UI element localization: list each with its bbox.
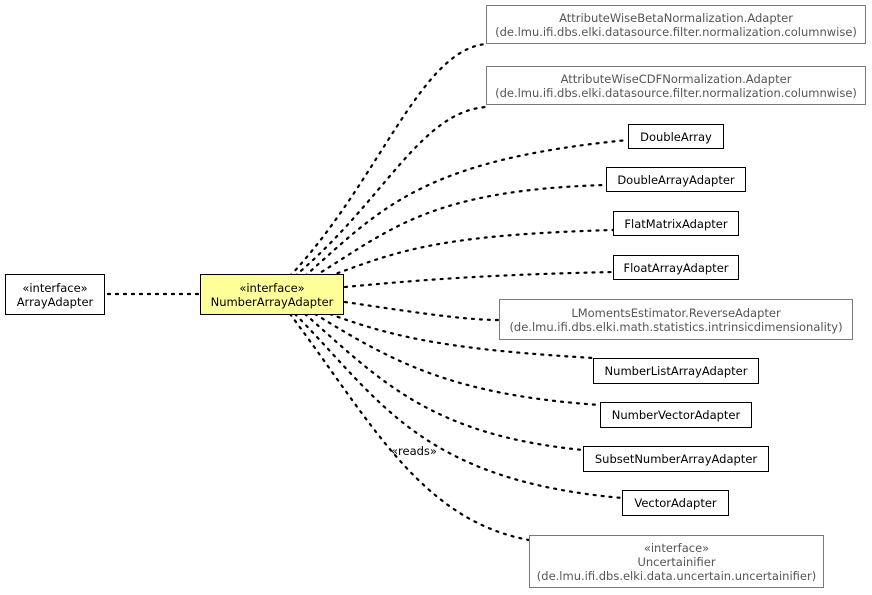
array-adapter-name: ArrayAdapter: [16, 294, 94, 309]
edge-to-attr-beta: [288, 42, 488, 278]
node-uncertainifier[interactable]: «interface» Uncertainifier (de.lmu.ifi.d…: [529, 535, 824, 588]
edge-to-vector-adapter: [293, 312, 624, 500]
node-lmoments[interactable]: LMomentsEstimator.ReverseAdapter (de.lmu…: [499, 299, 853, 340]
node-flat-matrix-adapter[interactable]: FlatMatrixAdapter: [613, 211, 739, 236]
attr-beta-name: AttributeWiseBetaNormalization.Adapter: [559, 10, 793, 25]
uncertainifier-name: Uncertainifier: [637, 554, 716, 569]
edge-to-lmoments: [343, 300, 501, 322]
attr-beta-package: (de.lmu.ifi.dbs.elki.datasource.filter.n…: [495, 24, 857, 39]
uncertainifier-stereotype: «interface»: [643, 540, 710, 555]
number-list-array-adapter-name: NumberListArrayAdapter: [604, 364, 748, 378]
node-attr-beta[interactable]: AttributeWiseBetaNormalization.Adapter (…: [486, 5, 866, 44]
array-adapter-stereotype: «interface»: [22, 280, 88, 295]
edge-to-double-array: [303, 138, 630, 278]
vector-adapter-name: VectorAdapter: [634, 496, 717, 510]
subset-number-array-adapter-name: SubsetNumberArrayAdapter: [594, 452, 758, 466]
number-vector-adapter-name: NumberVectorAdapter: [611, 408, 741, 422]
flat-matrix-adapter-name: FlatMatrixAdapter: [624, 216, 728, 231]
edge-to-flat-matrix-adapter: [328, 228, 615, 278]
node-number-vector-adapter[interactable]: NumberVectorAdapter: [600, 402, 752, 428]
node-double-array[interactable]: DoubleArray: [628, 124, 724, 149]
node-subset-number-array-adapter[interactable]: SubsetNumberArrayAdapter: [583, 446, 769, 472]
lmoments-name: LMomentsEstimator.ReverseAdapter: [571, 305, 781, 320]
edge-label-reads: «reads»: [391, 444, 437, 458]
node-double-array-adapter[interactable]: DoubleArrayAdapter: [606, 167, 746, 192]
number-array-adapter-stereotype: «interface»: [239, 280, 305, 295]
node-vector-adapter[interactable]: VectorAdapter: [622, 490, 729, 516]
attr-cdf-name: AttributeWiseCDFNormalization.Adapter: [560, 71, 792, 86]
node-float-array-adapter[interactable]: FloatArrayAdapter: [613, 255, 739, 280]
node-number-list-array-adapter[interactable]: NumberListArrayAdapter: [593, 358, 759, 384]
lmoments-package: (de.lmu.ifi.dbs.elki.math.statistics.int…: [509, 319, 843, 334]
edge-to-attr-cdf: [293, 105, 488, 278]
edge-to-number-list-array-adapter: [328, 312, 595, 360]
double-array-name: DoubleArray: [640, 129, 712, 144]
uncertainifier-package: (de.lmu.ifi.dbs.elki.data.uncertain.unce…: [536, 568, 817, 583]
number-array-adapter-name: NumberArrayAdapter: [210, 294, 334, 309]
float-array-adapter-name: FloatArrayAdapter: [623, 260, 729, 275]
edge-to-float-array-adapter: [343, 270, 615, 289]
edge-to-uncertainifier: [288, 312, 531, 542]
node-attr-cdf[interactable]: AttributeWiseCDFNormalization.Adapter (d…: [486, 66, 866, 105]
attr-cdf-package: (de.lmu.ifi.dbs.elki.datasource.filter.n…: [495, 85, 857, 100]
edge-to-number-vector-adapter: [313, 312, 602, 407]
node-array-adapter[interactable]: «interface» ArrayAdapter: [5, 274, 105, 315]
double-array-adapter-name: DoubleArrayAdapter: [617, 172, 735, 187]
edge-to-double-array-adapter: [313, 183, 608, 278]
node-number-array-adapter[interactable]: «interface» NumberArrayAdapter: [200, 274, 344, 315]
